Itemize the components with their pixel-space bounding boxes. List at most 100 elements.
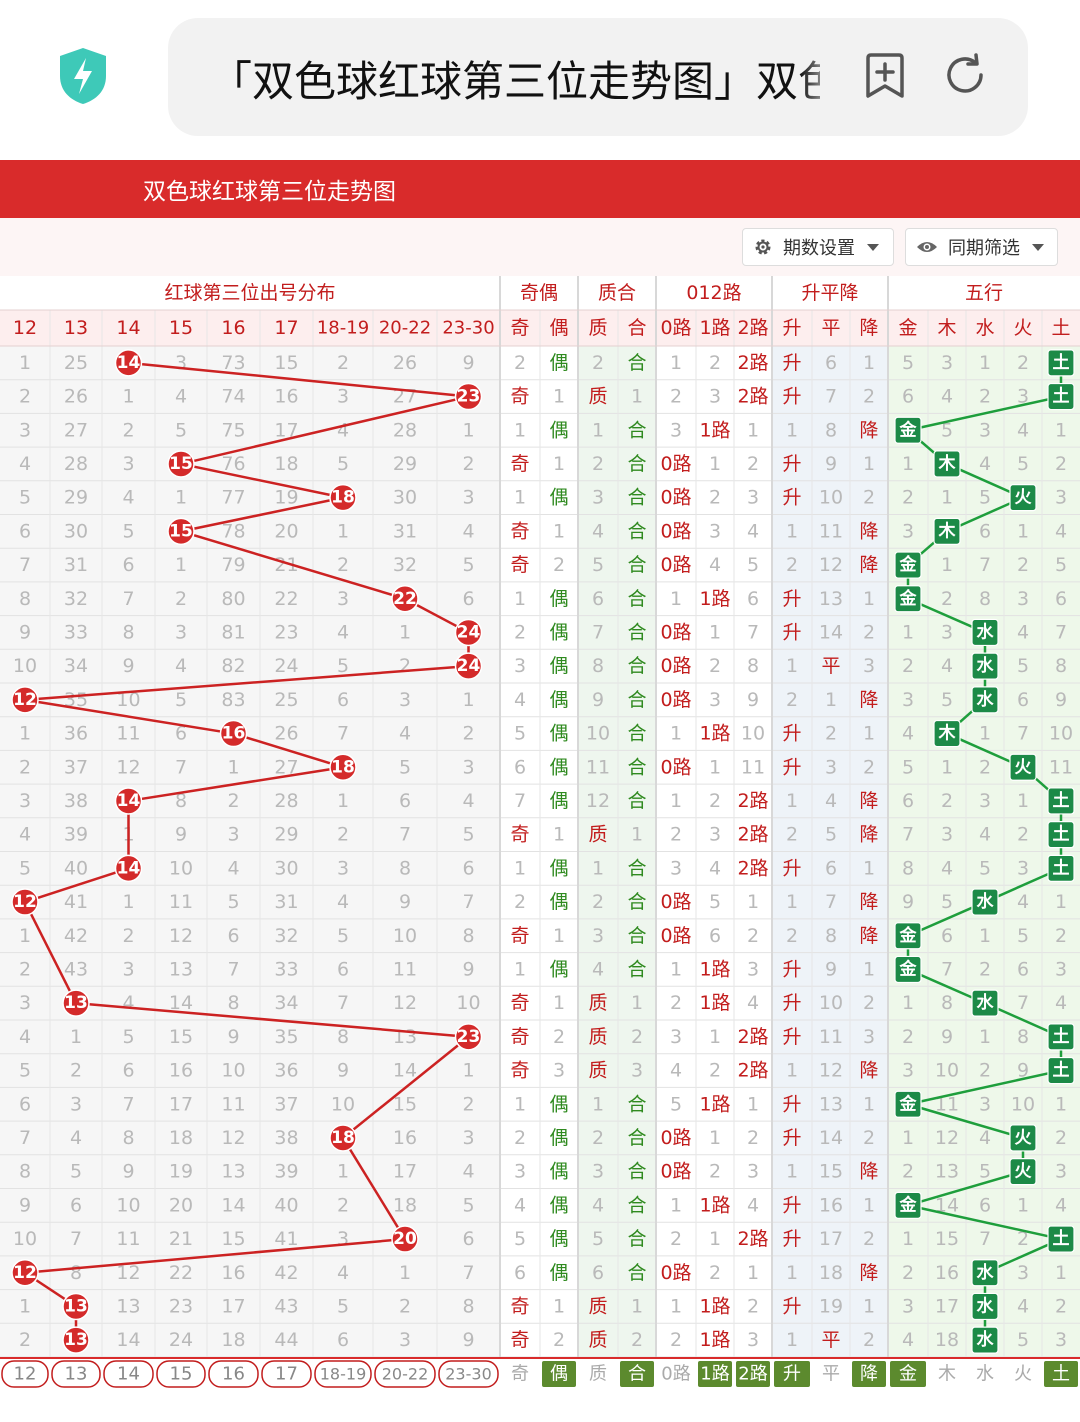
cell-value: 22 <box>169 1262 193 1284</box>
column-header: 奇 <box>510 317 529 339</box>
wuxing-box <box>1009 753 1037 781</box>
wuxing-label: 水 <box>977 655 995 676</box>
cell-hit: 平 <box>821 655 840 677</box>
cell-value: 1 <box>709 1228 721 1250</box>
wuxing-line <box>907 1103 1024 1140</box>
cell-value: 6 <box>175 723 187 745</box>
cell-value: 5 <box>979 857 991 879</box>
url-title[interactable]: 「双色球红球第三位走势图」双色球红球第三位走势图 <box>210 57 820 106</box>
cell-value: 1 <box>709 1026 721 1048</box>
cell-value: 16 <box>169 1060 193 1082</box>
cell-hit: 偶 <box>549 756 568 778</box>
cell-value: 3 <box>979 790 991 812</box>
cell-value: 1 <box>979 352 991 374</box>
cell-value: 1 <box>670 790 682 812</box>
cell-value: 2 <box>337 352 349 374</box>
cell-value: 6 <box>902 790 914 812</box>
period-settings-button[interactable]: 期数设置 <box>742 228 894 266</box>
cell-value: 2 <box>592 453 604 475</box>
wuxing-box <box>971 618 999 647</box>
cell-value: 1 <box>514 958 526 980</box>
cell-hit: 偶 <box>549 655 568 677</box>
cell-value: 40 <box>64 857 88 879</box>
trend-line <box>24 664 469 702</box>
cell-value: 2 <box>863 1228 875 1250</box>
cell-value: 2 <box>786 824 798 846</box>
cell-value: 32 <box>393 554 417 576</box>
cell-value: 1 <box>337 1161 349 1183</box>
cell-value: 4 <box>337 1262 349 1284</box>
cell-hit: 降 <box>859 520 878 542</box>
bookmark-add-icon[interactable] <box>862 52 908 100</box>
cell-value: 37 <box>274 1093 298 1115</box>
cell-value: 5 <box>514 723 526 745</box>
wuxing-label: 火 <box>1015 1162 1033 1182</box>
page-title-bar: 双色球红球第三位走势图 <box>0 160 1080 218</box>
cell-value: 40 <box>274 1194 298 1216</box>
cell-value: 2 <box>399 655 411 677</box>
cell-value: 29 <box>274 824 298 846</box>
cell-value: 1 <box>122 386 134 408</box>
cell-value: 5 <box>70 1161 82 1183</box>
cell-value: 4 <box>462 520 474 542</box>
cell-value: 2 <box>670 824 682 846</box>
cell-value: 1 <box>979 925 991 947</box>
cell-value: 3 <box>592 925 604 947</box>
same-period-filter-button[interactable]: 同期筛选 <box>905 228 1058 266</box>
cell-value: 31 <box>393 520 417 542</box>
cell-hit: 偶 <box>549 1262 568 1284</box>
cell-value: 2 <box>175 588 187 610</box>
footer-toggle <box>1 1360 49 1388</box>
footer-toggle-label: 0路 <box>661 1364 690 1385</box>
cell-value: 4 <box>1017 419 1029 441</box>
column-header: 23-30 <box>442 318 494 339</box>
cell-value: 77 <box>221 487 245 509</box>
cell-value: 1 <box>863 1194 875 1216</box>
cell-value: 7 <box>337 723 349 745</box>
cell-hit: 合 <box>627 520 646 542</box>
cell-value: 9 <box>399 891 411 913</box>
cell-value: 13 <box>169 958 193 980</box>
cell-hit: 升 <box>782 588 801 610</box>
cell-value: 1 <box>1055 1093 1067 1115</box>
cell-value: 30 <box>274 857 298 879</box>
cell-value: 2 <box>709 1262 721 1284</box>
cell-value: 3 <box>709 520 721 542</box>
footer-toggle <box>156 1360 206 1388</box>
reload-icon[interactable] <box>942 52 988 98</box>
cell-value: 3 <box>709 689 721 711</box>
cell-value: 4 <box>670 1060 682 1082</box>
cell-value: 19 <box>819 1295 843 1317</box>
cell-value: 23 <box>274 621 298 643</box>
cell-value: 28 <box>393 419 417 441</box>
cell-value: 4 <box>747 520 759 542</box>
cell-hit: 奇 <box>510 520 529 542</box>
cell-value: 41 <box>274 1228 298 1250</box>
cell-value: 7 <box>979 1228 991 1250</box>
number-ball <box>329 1124 357 1152</box>
cell-value: 7 <box>1017 992 1029 1014</box>
cell-hit: 0路 <box>660 756 691 778</box>
cell-value: 1 <box>902 453 914 475</box>
cell-value: 1 <box>902 621 914 643</box>
column-header: 20-22 <box>379 318 431 339</box>
cell-hit: 奇 <box>510 992 529 1014</box>
cell-hit: 2路 <box>737 1228 768 1250</box>
cell-value: 2 <box>709 1060 721 1082</box>
cell-value: 1 <box>1055 1262 1067 1284</box>
cell-value: 2 <box>709 487 721 509</box>
cell-value: 7 <box>1055 621 1067 643</box>
ball-number: 13 <box>64 993 88 1013</box>
shield-bolt-icon[interactable] <box>56 46 110 106</box>
footer-toggle-label: 17 <box>275 1364 298 1385</box>
wuxing-box <box>1047 854 1075 882</box>
cell-value: 15 <box>274 352 298 374</box>
cell-value: 4 <box>462 1161 474 1183</box>
cell-value: 2 <box>941 588 953 610</box>
cell-value: 5 <box>670 1093 682 1115</box>
cell-value: 3 <box>902 1295 914 1317</box>
cell-value: 3 <box>337 857 349 879</box>
cell-value: 4 <box>19 1026 31 1048</box>
cell-value: 12 <box>169 925 193 947</box>
cell-value: 2 <box>786 554 798 576</box>
